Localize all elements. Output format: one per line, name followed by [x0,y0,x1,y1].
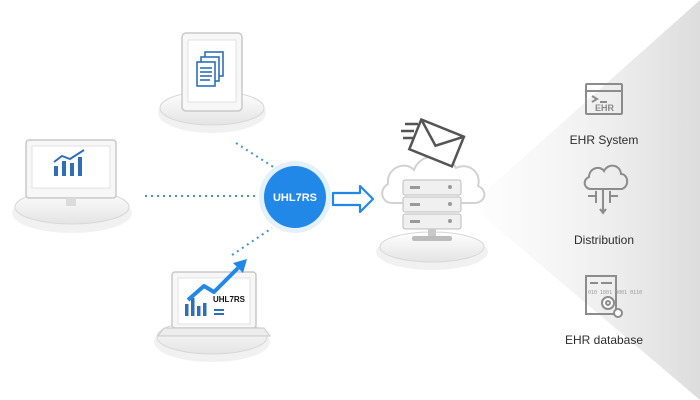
document-node [158,32,266,133]
ehr-system-icon [585,83,623,115]
server-rack-icon [402,179,462,241]
arrow-right-icon [331,184,375,214]
output-fan-background [470,0,700,400]
documents-icon [196,51,224,87]
output-label-ehr-system: EHR System [569,133,639,147]
laptop-base [157,327,271,337]
ehr-database-bits: 010 1001 0001 0110 [588,290,642,296]
dotted-connectors [145,142,279,256]
hub-label: UHL7RS [273,192,317,204]
output-label-ehr-database: EHR database [564,333,644,347]
ehr-database-icon [585,275,623,318]
growth-chart-icon [185,298,224,316]
laptop-node: UHL7RS [154,259,271,362]
monitor-node [12,139,132,233]
connector-document-hub [235,142,279,171]
server-node [376,117,488,270]
cloud-distribution-icon [583,164,629,215]
hub-node: UHL7RS [259,161,331,233]
mail-envelope-icon [401,117,466,169]
connector-laptop-hub [231,227,273,256]
output-label-distribution: Distribution [573,233,635,247]
bar-chart-icon [53,149,85,176]
laptop-screen-label: UHL7RS [213,295,246,304]
trend-arrow-icon [186,259,247,302]
ehr-system-icon-text: EHR [595,103,615,113]
